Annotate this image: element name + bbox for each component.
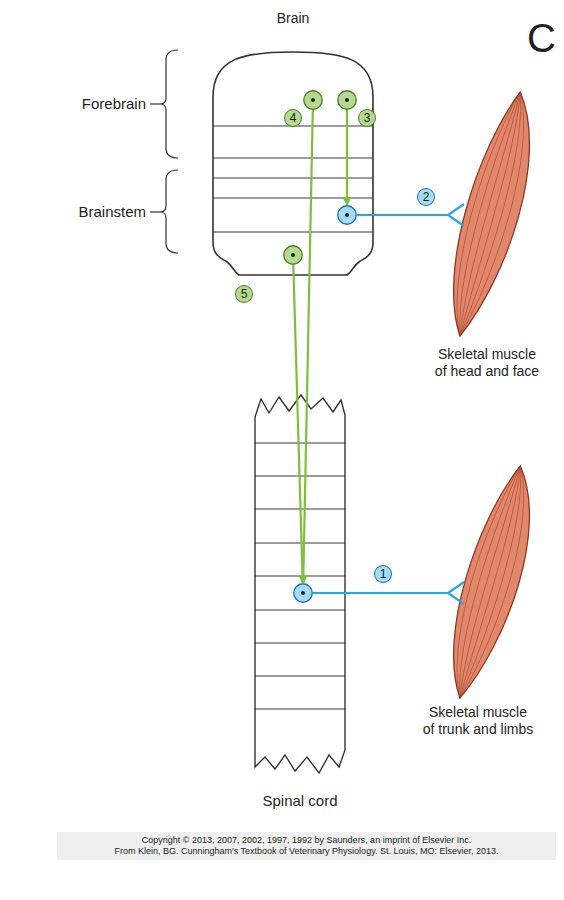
spinal-segment-line [255,642,345,643]
muscle-fiber-line [460,466,520,698]
muscle-fiber-line [460,92,524,336]
neuron-cell-body: 1 [293,583,313,603]
callout-number: 2 [417,188,435,206]
node-shape [448,462,533,702]
muscle-fiber-line [460,466,521,698]
spinal-segment-line [255,675,345,676]
neuron-cell-body: 2 [337,205,357,225]
brain-outline-path [213,52,373,275]
muscle-fiber-line [460,92,521,336]
muscle-belly [454,466,530,698]
brain-outline: 4325Brain [213,52,373,275]
node-shape [283,245,303,265]
brain-title: Brain [213,10,373,27]
skeletal-muscle: Skeletal muscle of head and face [448,88,533,340]
muscle-fiber-line [460,92,520,336]
muscle-label: Skeletal muscle of trunk and limbs [422,704,534,738]
upper-motor-axon [346,110,348,205]
structure-label: Spinal cord [225,792,375,809]
motor-axon [313,592,448,594]
axon-terminal [448,582,464,604]
spinal-segment-line [255,575,345,576]
callout-number: 3 [358,109,376,127]
brain-fill [213,52,373,275]
neuron-cell-body-circle [304,91,323,110]
callout-number: 1 [374,565,392,583]
region-label: Brainstem [40,203,146,221]
callout-number: 5 [235,285,253,303]
spinal-segment-line [255,542,345,543]
node-shape [337,90,357,110]
region-bracket [160,50,178,158]
muscle-fiber-line [460,466,521,698]
axon-terminal [448,204,464,226]
node-shape [303,90,323,110]
muscle-belly [454,92,530,336]
bracket-dash [150,211,160,212]
panel-letter: C [527,16,564,60]
muscle-fiber-line [460,466,520,698]
muscle-fiber-line [460,92,521,336]
spinal-segment-line [255,609,345,610]
neuron-nucleus [301,591,305,595]
neuron-nucleus [291,253,295,257]
muscle-fiber-line [460,92,520,336]
spinal-segment-line [255,708,345,709]
node-shape [213,52,373,275]
neuron-cell-body: 5 [283,245,303,265]
muscle-outline [454,92,530,336]
node-shape [293,583,313,603]
neuron-nucleus [345,98,349,102]
neuron-cell-body-circle [338,91,357,110]
spinal-segment-line [255,475,345,476]
copyright-line: From Klein, BG. Cunningham's Textbook of… [57,846,556,857]
copyright-band [57,832,556,860]
brain-division-line [213,197,373,198]
spinal-segment-line [255,508,345,509]
brain-division-line [213,157,373,158]
neuron-nucleus [311,98,315,102]
callout-number: 4 [284,109,302,127]
upper-motor-axon [293,265,302,583]
neuron-cell-body-circle [284,246,303,265]
bracket-dash [150,103,160,104]
spinal-segment-line [255,442,345,443]
skeletal-muscle: Skeletal muscle of trunk and limbs [448,462,533,702]
muscle-fiber-line [457,92,520,336]
brain-division-line [213,177,373,178]
neuron-cell-body: 3 [337,90,357,110]
node-shape [448,88,533,340]
neuron-nucleus [345,213,349,217]
upper-motor-axon [303,110,313,583]
neuron-cell-body: 4 [303,90,323,110]
motor-axon [357,214,448,216]
spinal-cord: 1Spinal cord [255,395,345,775]
copyright-line: Copyright © 2013, 2007, 2002, 1997, 1992… [57,835,556,846]
node-shape [337,205,357,225]
region-bracket [160,170,178,253]
muscle-fiber-line [460,466,524,698]
region-label: Forebrain [40,95,146,113]
brain-division-line [213,231,373,232]
spinal-cord-outline [255,395,345,773]
muscle-label: Skeletal muscle of head and face [431,346,543,380]
muscle-outline [454,466,530,698]
neuron-cell-body-circle [338,206,357,225]
neuron-cell-body-circle [294,584,313,603]
muscle-fiber-line [457,466,520,698]
